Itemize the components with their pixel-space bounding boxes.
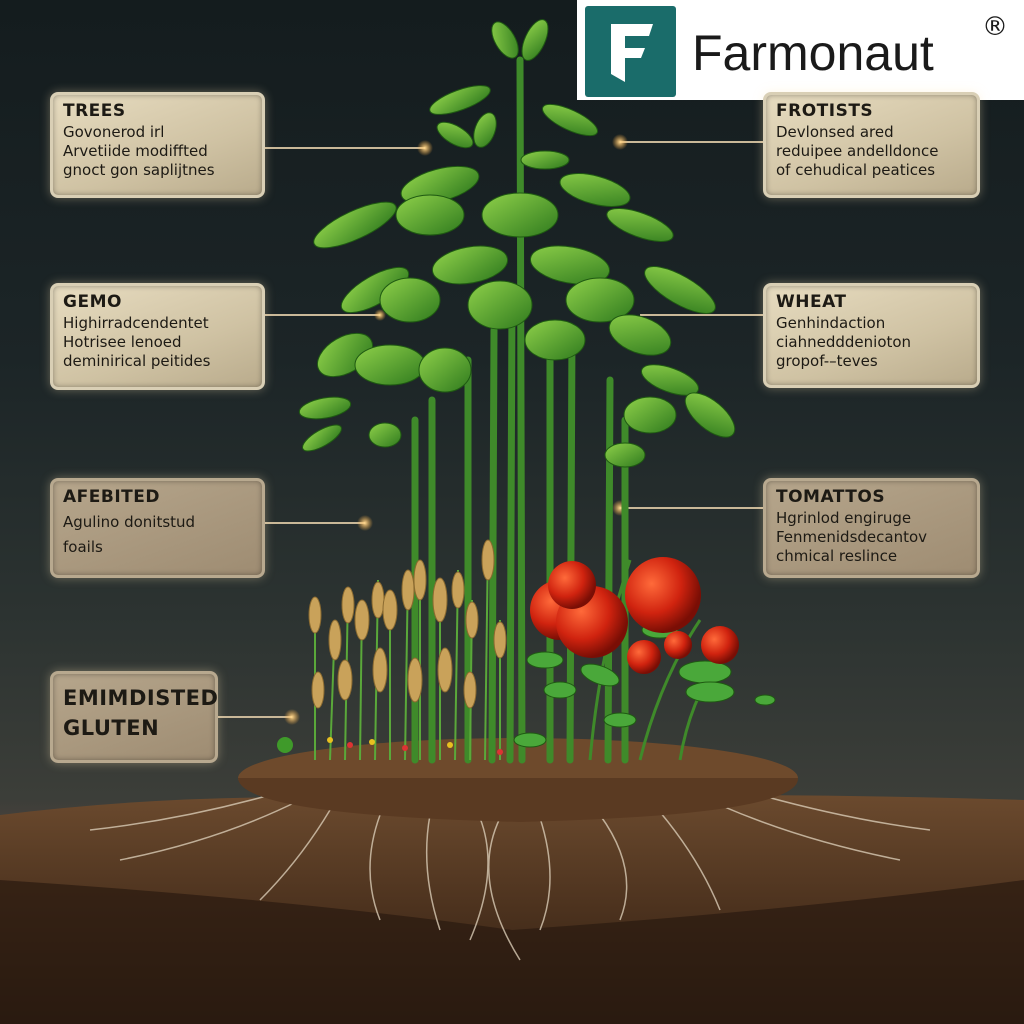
registered-mark: ® [982, 12, 1008, 42]
label-line: deminirical peitides [63, 352, 211, 370]
label-line: Hgrinlod engiruge [776, 509, 912, 527]
label-frotists: FROTISTS Devlonsed ared reduipee andelld… [763, 92, 980, 198]
label-line: ciahnedddenioton [776, 333, 912, 351]
label-line: chmical reslince [776, 547, 898, 565]
label-gemo: GEMO Highirradcendentet Hotrisee lenoed … [50, 283, 265, 390]
wheat-stalks [308, 539, 507, 761]
label-line: Fenmenidsdecantov [776, 528, 928, 546]
label-title: GEMO [63, 292, 122, 312]
label-line: Arvetiide modiffted [63, 142, 208, 160]
label-afebited: AFEBITED Agulino donitstud foails [50, 478, 265, 578]
label-line: Govonerod irl [63, 123, 165, 141]
connector-glow-dots [284, 134, 628, 725]
label-title: TREES [63, 101, 126, 121]
ground [0, 795, 1024, 1024]
label-line: gnoct gon saplijtnes [63, 161, 215, 179]
label-line: reduipee andelldonce [776, 142, 939, 160]
tomato-plant [513, 557, 776, 761]
label-line: of cehudical peatices [776, 161, 936, 179]
label-tomattos: TOMATTOS Hgrinlod engiruge Fenmenidsdeca… [763, 478, 980, 578]
label-line: Genhindaction [776, 314, 886, 332]
label-wheat: WHEAT Genhindaction ciahnedddenioton gro… [763, 283, 980, 388]
label-line: Agulino donitstud [63, 513, 196, 531]
label-title: EMIMDISTED [63, 686, 219, 710]
soil-flowers [277, 737, 503, 755]
label-line: Highirradcendentet [63, 314, 209, 332]
label-title: WHEAT [776, 292, 847, 312]
leaves [298, 19, 736, 468]
label-line: Hotrisee lenoed [63, 333, 182, 351]
label-title: TOMATTOS [776, 487, 886, 507]
label-gluten: EMIMDISTED GLUTEN [50, 671, 218, 763]
label-line: foails [63, 538, 103, 556]
connector-lines [218, 141, 763, 718]
farmonaut-logo: Farmonaut ® [577, 0, 1024, 100]
label-title: AFEBITED [63, 487, 160, 507]
brand-name: Farmonaut [692, 25, 934, 81]
label-title: FROTISTS [776, 101, 874, 121]
label-trees: TREES Govonerod irl Arvetiide modiffted … [50, 92, 265, 198]
farmonaut-f-logo-icon [585, 6, 676, 97]
label-title-line2: GLUTEN [63, 716, 160, 740]
label-line: gropof-–teves [776, 352, 878, 370]
label-line: Devlonsed ared [776, 123, 894, 141]
roots [89, 794, 931, 961]
